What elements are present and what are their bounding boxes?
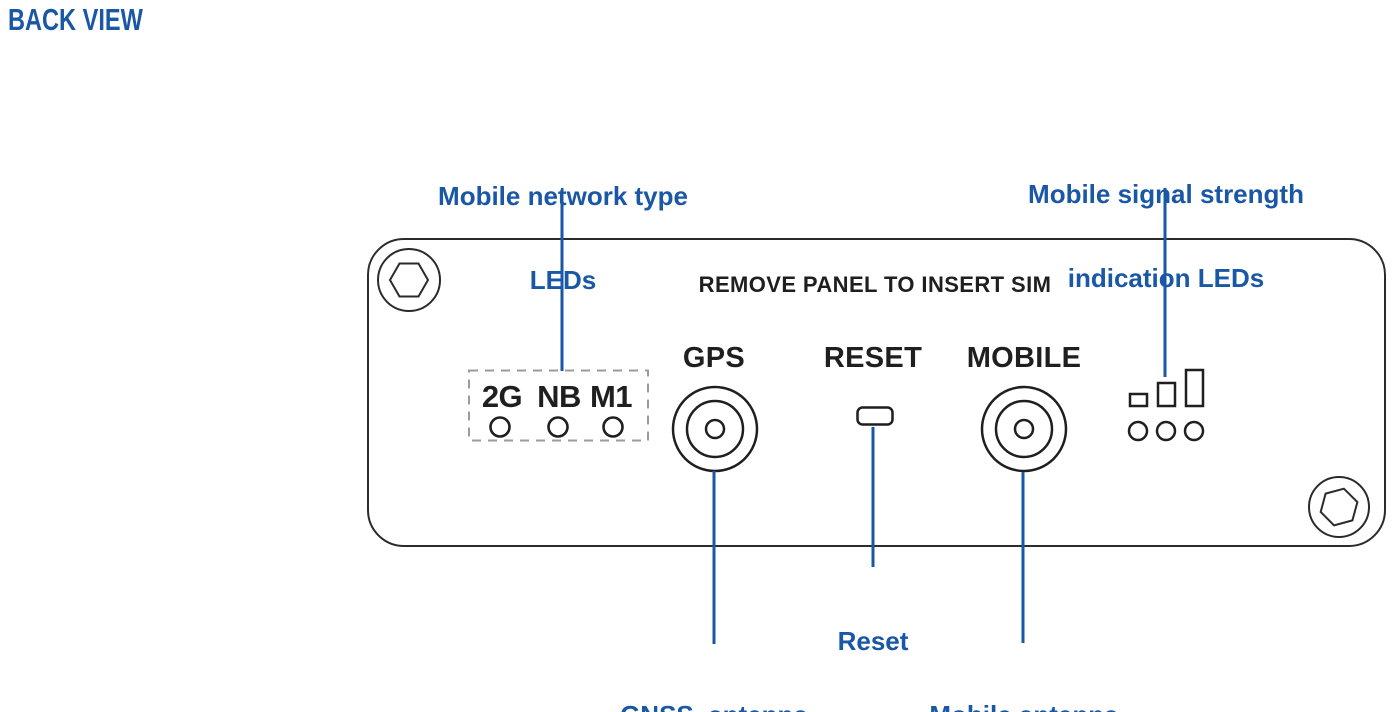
gps-port-label: GPS [682, 342, 746, 374]
callout-gnss-antenna-connector: GNSS antenna connector [620, 645, 808, 712]
gps-connector-middle [685, 399, 745, 459]
callout-line: Mobile network type [438, 181, 688, 211]
signal-led-2-icon [1155, 420, 1177, 442]
callout-line: GNSS antenna [620, 701, 808, 712]
callout-line: indication LEDs [1067, 263, 1265, 293]
screw-top-left-icon [377, 248, 441, 312]
mobile-connector-outer [980, 385, 1068, 473]
screw-top-left-hex-icon [388, 262, 430, 298]
callout-line: Mobile signal strength [1028, 179, 1304, 209]
led-label-2g: 2G [481, 379, 523, 414]
callout-reset-button: Reset button [833, 571, 914, 712]
callout-network-type-leds: Mobile network type LEDs [438, 126, 688, 350]
callout-line: Reset [837, 626, 909, 656]
callout-mobile-antenna-connector: Mobile antenna connector [929, 645, 1118, 712]
led-2g-icon [489, 416, 511, 438]
page-title: BACK VIEW [8, 2, 143, 37]
mobile-connector-pin [1013, 418, 1035, 440]
gps-connector-pin [704, 418, 726, 440]
callout-signal-strength-leds: Mobile signal strength indication LEDs [1028, 124, 1304, 348]
led-label-m1: M1 [589, 379, 633, 414]
network-led-box [468, 369, 649, 442]
signal-bar-large-icon [1184, 368, 1205, 408]
screw-bottom-right-icon [1308, 476, 1370, 538]
reset-button-hole [856, 406, 894, 426]
led-nb-icon [547, 416, 569, 438]
callout-line: Mobile antenna [929, 701, 1118, 712]
led-m1-icon [602, 416, 624, 438]
mobile-port-label: MOBILE [966, 342, 1082, 374]
signal-bar-medium-icon [1156, 381, 1177, 408]
sim-notice-text: REMOVE PANEL TO INSERT SIM [698, 272, 1052, 297]
led-label-nb: NB [537, 379, 581, 414]
signal-led-1-icon [1127, 420, 1149, 442]
mobile-connector-middle [994, 399, 1054, 459]
screw-bottom-right-hex-icon [1319, 487, 1359, 527]
signal-bar-small-icon [1128, 392, 1149, 408]
device-panel-outline [367, 238, 1386, 547]
callout-line: LEDs [529, 265, 597, 295]
signal-led-3-icon [1183, 420, 1205, 442]
reset-port-label: RESET [823, 342, 923, 374]
